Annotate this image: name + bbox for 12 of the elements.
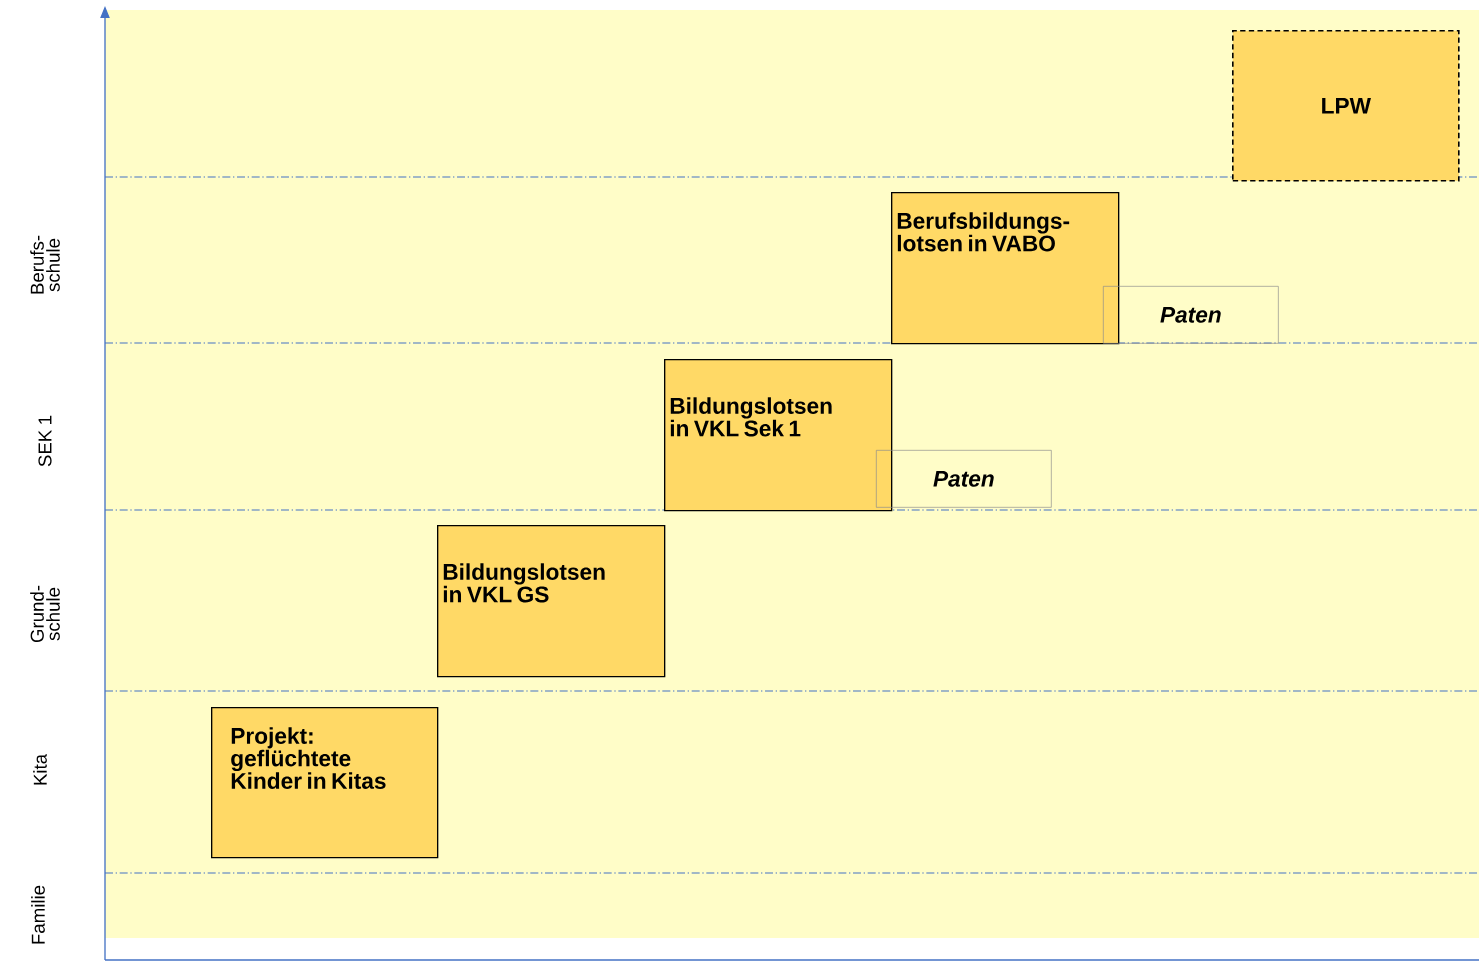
text-box: Paten [1103, 286, 1279, 344]
axis-label: Berufs- schule [30, 235, 60, 294]
text-box: Paten [876, 450, 1052, 508]
project-box: LPW [1232, 30, 1460, 182]
axis-label: Grund- schule [30, 585, 60, 643]
axis-label: Familie [31, 885, 45, 944]
project-box: Projekt: geflüchtete Kinder in Kitas [211, 707, 439, 859]
project-box: Bildungslotsen in VKL GS [437, 525, 666, 678]
project-box: Berufsbildungs- lotsen in VABO [891, 192, 1120, 345]
project-box: Bildungslotsen in VKL Sek 1 [664, 359, 893, 512]
axis-label: Kita [33, 753, 47, 785]
axis-label: SEK 1 [38, 415, 52, 467]
